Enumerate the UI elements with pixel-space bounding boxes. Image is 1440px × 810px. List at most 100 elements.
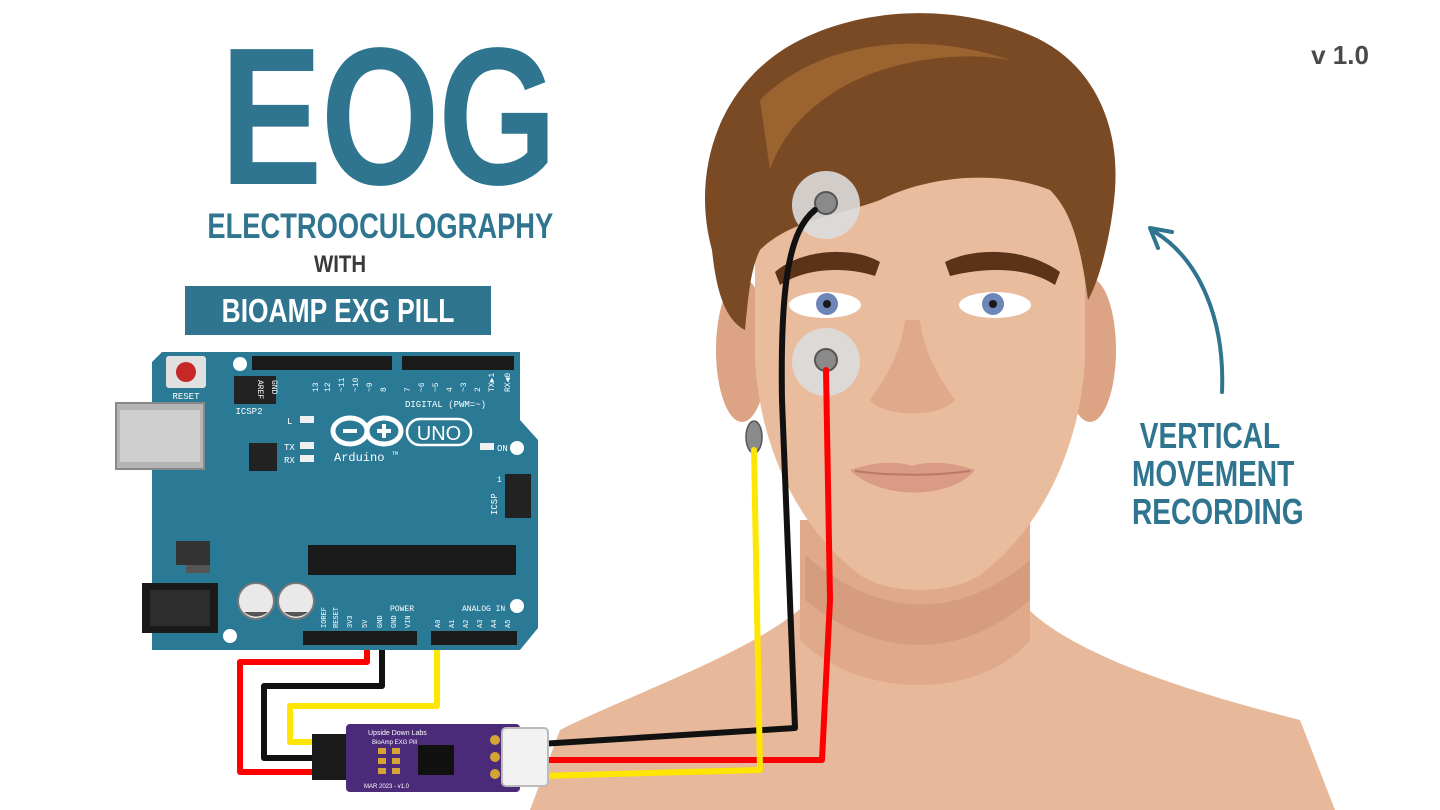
icsp-label: ICSP <box>490 493 500 515</box>
tx-led-label: TX <box>284 443 295 453</box>
rx-led <box>300 455 314 462</box>
mouth <box>850 462 975 493</box>
rx-led-label: RX <box>284 456 295 466</box>
reset-button <box>176 362 196 382</box>
wires <box>237 207 833 779</box>
on-led-label: ON <box>497 444 508 454</box>
analog-pin-label: A2 <box>463 620 471 628</box>
analog-in-label: ANALOG IN <box>462 605 505 614</box>
mount-hole <box>233 357 247 371</box>
tx-led <box>300 442 314 449</box>
arrow-curve <box>1153 230 1225 394</box>
power-header <box>303 631 417 645</box>
pill-header <box>312 734 352 780</box>
power-pin-label: GND <box>391 615 399 628</box>
analog-pin-label: A4 <box>491 620 499 628</box>
voltage-regulator-tab <box>186 565 210 573</box>
capacitor-stripe <box>284 612 308 617</box>
product-banner: BIOAMP EXG PILL <box>185 286 491 335</box>
black-wire-electrode <box>537 207 818 747</box>
annotation-arrow <box>1148 226 1225 394</box>
pill-smd-pad <box>378 748 386 754</box>
left-pupil <box>823 300 831 308</box>
with-text: WITH <box>313 251 367 278</box>
arrowhead <box>1148 226 1174 250</box>
mouth-line <box>854 470 971 476</box>
digital-pin-label: 13 <box>312 382 321 392</box>
analog-header <box>431 631 517 645</box>
arduino-logo: UNO Arduino TM <box>330 415 473 465</box>
digital-pin-label: 2 <box>474 387 483 392</box>
digital-pin-label: 7 <box>404 387 413 392</box>
reset-label: RESET <box>172 392 200 402</box>
power-label: POWER <box>390 605 414 614</box>
digital-pin-label: TX▶1 <box>488 373 497 392</box>
l-led-label: L <box>287 417 292 427</box>
mount-hole <box>223 629 237 643</box>
power-pin-label: 3V3 <box>347 615 355 628</box>
annotation-line: MOVEMENT <box>1132 453 1295 494</box>
page-title: EOG <box>220 7 557 226</box>
microcontroller <box>308 545 516 575</box>
l-led <box>300 416 314 423</box>
digital-pin-label: 4 <box>446 387 455 392</box>
capacitor <box>277 582 315 620</box>
capacitor-stripe <box>244 612 268 617</box>
digital-pin-label: ~3 <box>460 382 469 392</box>
annotation-line: VERTICAL <box>1139 415 1281 456</box>
power-pin-label: RESET <box>333 607 341 628</box>
usb-connector-shade <box>120 410 200 462</box>
board-pcb <box>152 352 538 650</box>
electrodes <box>745 171 860 454</box>
pill-smd-pad <box>392 748 400 754</box>
digital-label: DIGITAL (PWM=~) <box>405 400 486 410</box>
black-wire-board <box>261 627 385 761</box>
jst-connector <box>501 727 549 787</box>
yellow-wire-electrode <box>537 447 763 779</box>
right-eyebrow <box>945 251 1060 285</box>
digital-pin-label: 8 <box>380 387 389 392</box>
pill-brand: Upside Down Labs <box>368 730 427 737</box>
digital-pin-label: ~11 <box>338 377 347 392</box>
mount-hole <box>510 441 524 455</box>
icsp-header <box>505 474 531 518</box>
subtitle: ELECTROOCULOGRAPHY <box>207 207 554 246</box>
red-wire-electrode <box>537 367 833 763</box>
gnd-label: GND <box>269 380 278 395</box>
on-led <box>480 443 494 450</box>
usb-chip <box>249 443 277 471</box>
pill-pad <box>490 769 500 779</box>
digital-pin-label: RX◀0 <box>504 373 513 392</box>
power-pin-label: IOREF <box>321 607 329 628</box>
version-label: v 1.0 <box>1311 40 1369 70</box>
power-jack-inner <box>150 590 210 626</box>
hair-highlight <box>760 43 1010 170</box>
nose <box>870 320 955 414</box>
pill-smd-pad <box>392 758 400 764</box>
analog-pin-label: A1 <box>449 620 457 628</box>
right-pupil <box>989 300 997 308</box>
yellow-wire-board <box>287 627 440 745</box>
pill-smd-pad <box>378 758 386 764</box>
digital-header-right <box>402 356 514 370</box>
digital-pin-label: 12 <box>324 382 333 392</box>
icsp-pin1-label: 1 <box>497 476 502 485</box>
aref-label: AREF <box>255 380 264 399</box>
capacitor <box>237 582 275 620</box>
power-pin-label: VIN <box>405 615 413 628</box>
pill-name: BioAmp EXG Pill <box>372 740 417 746</box>
analog-pin-label: A3 <box>477 620 485 628</box>
logo-minus <box>343 429 357 433</box>
icsp2-label: ICSP2 <box>235 407 262 417</box>
tm-text: TM <box>392 451 398 457</box>
mount-hole <box>510 599 524 613</box>
pill-smd-pad <box>378 768 386 774</box>
voltage-regulator <box>176 541 210 565</box>
neck-shadow <box>805 555 1030 645</box>
digital-pin-label: ~10 <box>352 377 361 392</box>
pill-pads <box>378 748 400 774</box>
digital-pin-label: ~5 <box>432 382 441 392</box>
